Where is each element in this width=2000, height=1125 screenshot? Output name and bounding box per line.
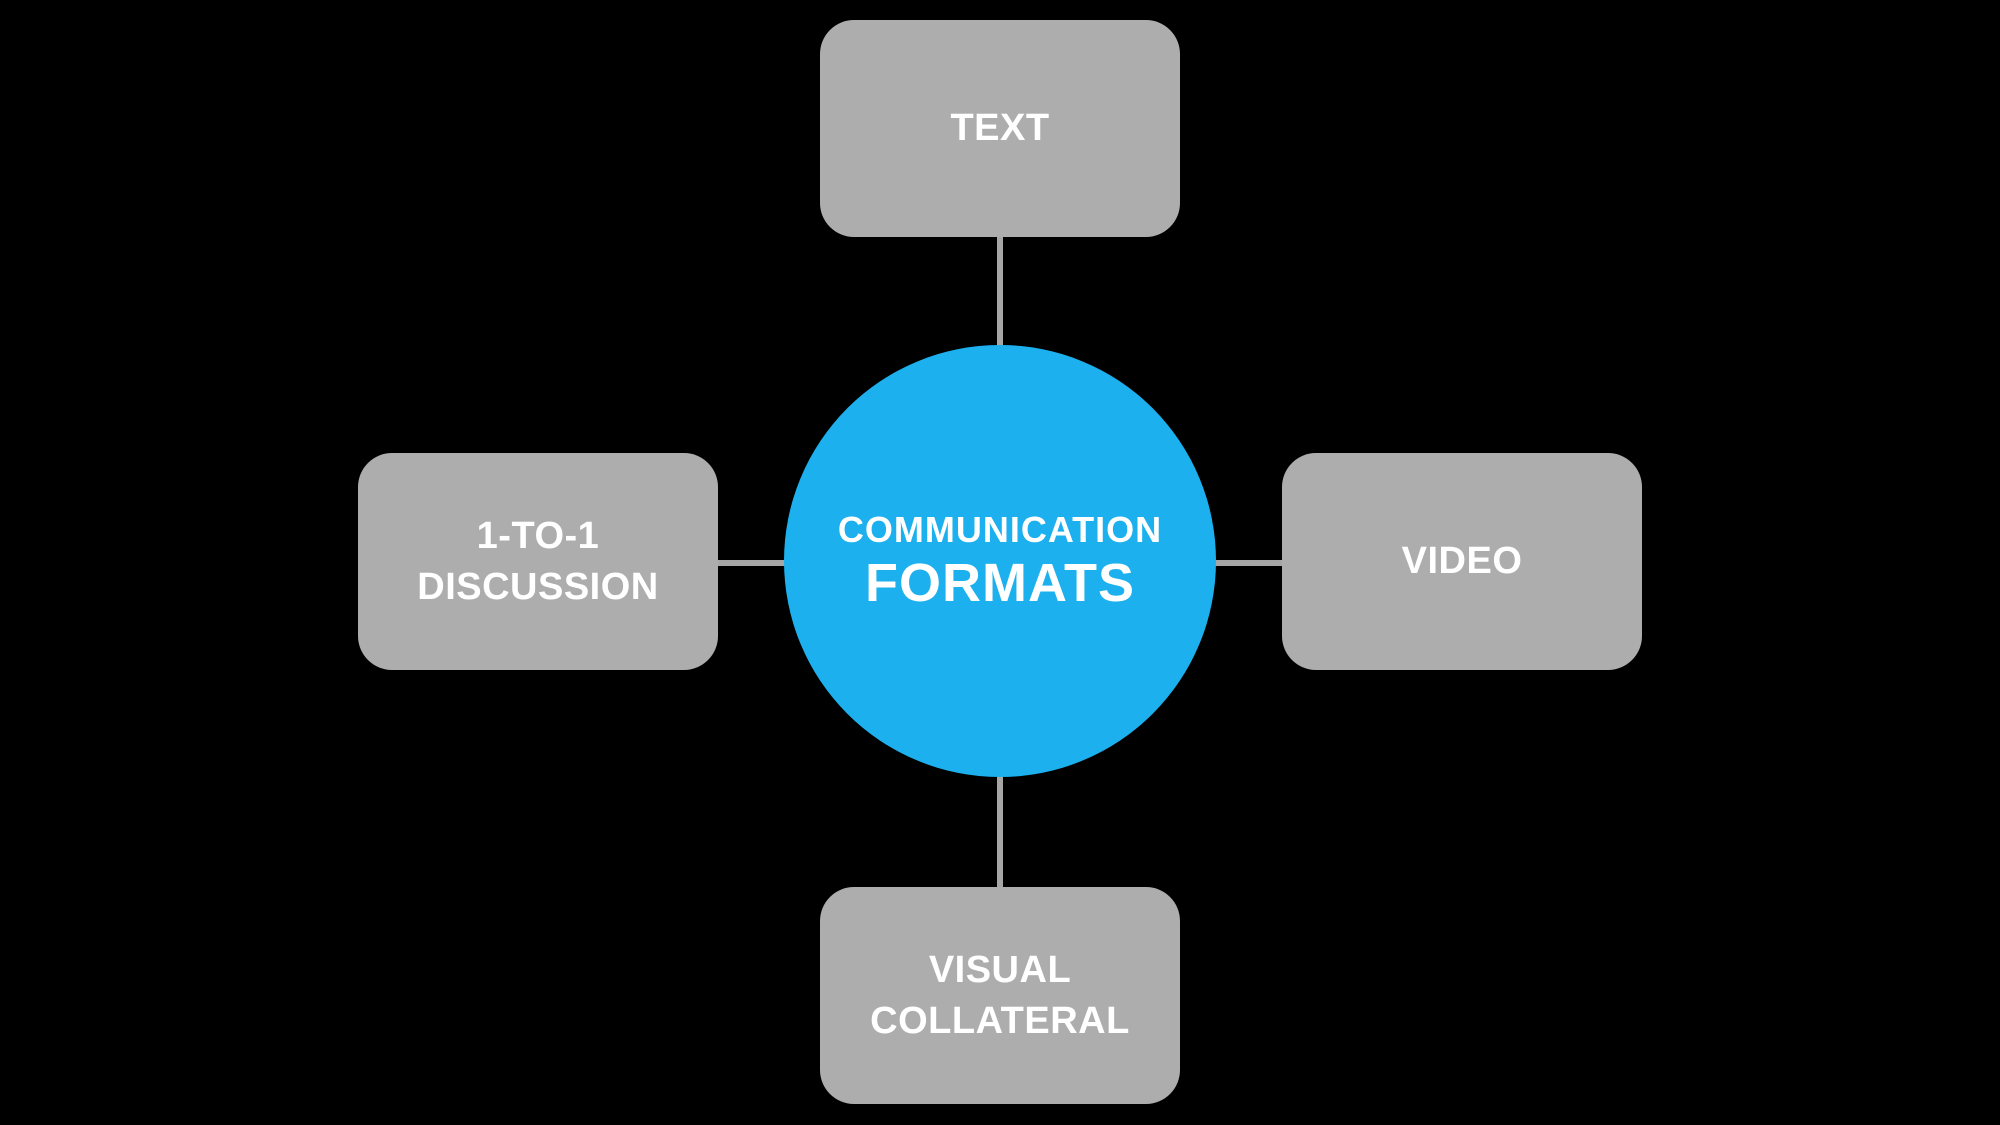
node-video: VIDEO xyxy=(1282,453,1642,670)
connector-center-to-video xyxy=(1212,560,1284,566)
center-node-communication-formats: COMMUNICATION FORMATS xyxy=(784,345,1216,777)
connector-center-to-visual-collateral xyxy=(997,776,1003,888)
node-discussion-label-line-2: DISCUSSION xyxy=(417,565,659,608)
node-discussion-label-line-1: 1-TO-1 xyxy=(476,515,600,558)
node-visual-collateral-label-line-2: COLLATERAL xyxy=(870,999,1130,1042)
node-visual-collateral: VISUAL COLLATERAL xyxy=(820,887,1180,1104)
node-visual-collateral-label-line-1: VISUAL xyxy=(928,949,1072,992)
node-text-label: TEXT xyxy=(950,107,1050,150)
center-label-line-2: FORMATS xyxy=(865,552,1135,613)
connector-center-to-text xyxy=(997,237,1003,347)
center-label-line-1: COMMUNICATION xyxy=(837,509,1163,551)
node-video-label: VIDEO xyxy=(1401,540,1523,583)
node-text: TEXT xyxy=(820,20,1180,237)
connector-center-to-discussion xyxy=(716,560,786,566)
node-1-to-1-discussion: 1-TO-1 DISCUSSION xyxy=(358,453,718,670)
